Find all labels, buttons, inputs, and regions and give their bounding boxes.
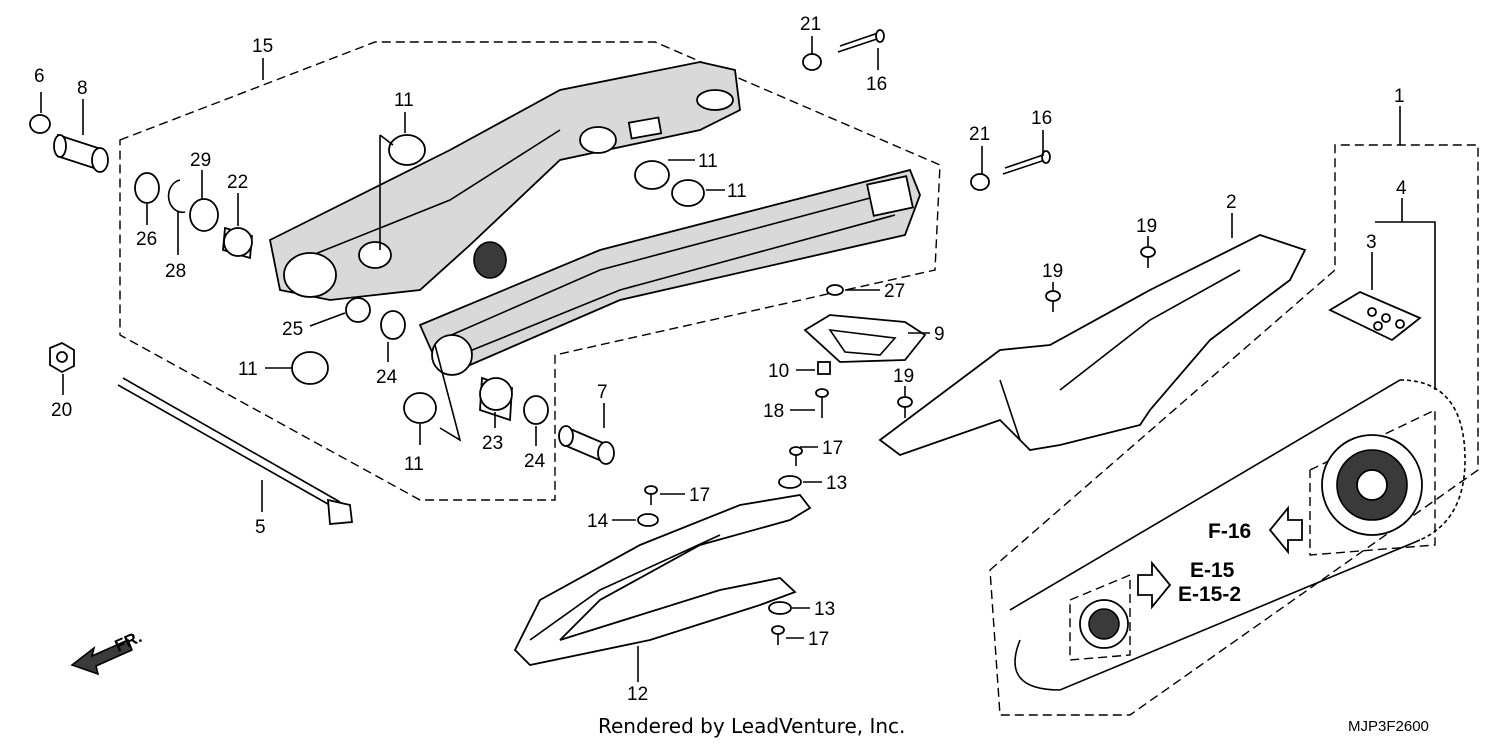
bolt-17-b (644, 485, 658, 505)
label-part-9: 9 (934, 324, 945, 345)
label-part-13-b: 13 (814, 599, 835, 620)
label-part-10: 10 (768, 361, 789, 382)
driven-sprocket (1321, 434, 1423, 536)
label-part-11-left: 11 (238, 359, 258, 380)
bearing-29 (189, 198, 219, 232)
label-part-26: 26 (136, 229, 157, 250)
label-part-1: 1 (1394, 86, 1405, 107)
swingarm-group-frame (119, 41, 941, 501)
label-part-25: 25 (282, 319, 303, 340)
screw-19-c (897, 396, 913, 418)
washer-13-a (778, 475, 802, 489)
label-part-12: 12 (627, 684, 648, 705)
bolt-17-c (771, 625, 785, 645)
circlip-28 (167, 179, 186, 214)
bolt-16-right (1002, 150, 1051, 175)
label-part-6: 6 (34, 66, 45, 87)
seal-24-left (380, 310, 406, 340)
label-part-11-mid-b: 11 (727, 181, 747, 202)
label-part-17-a: 17 (822, 438, 843, 459)
label-part-24-right: 24 (524, 451, 546, 472)
label-part-20: 20 (51, 400, 72, 421)
seal-11-top (388, 134, 426, 166)
seal-11-mid-a (634, 160, 670, 190)
sprocket-group-frame (1309, 408, 1436, 556)
label-part-27: 27 (884, 281, 905, 302)
label-part-24-left: 24 (376, 367, 398, 388)
front-direction-arrow-icon (70, 638, 134, 676)
pivot-bolt (117, 377, 354, 525)
drive-sprocket-frame (1069, 573, 1131, 661)
label-part-23: 23 (482, 433, 503, 454)
label-part-29: 29 (190, 150, 211, 171)
label-part-18: 18 (763, 401, 784, 422)
seal-6 (29, 114, 51, 134)
render-credit: Rendered by LeadVenture, Inc. (598, 714, 905, 738)
drive-chain-group-frame (989, 144, 1479, 716)
screw-19-a (1140, 246, 1156, 268)
drive-chain (1009, 379, 1466, 691)
f16-arrow-icon (1268, 505, 1303, 555)
nut-21-right (970, 173, 990, 191)
bolt-17-a (789, 446, 803, 466)
label-part-19-b: 19 (1042, 261, 1063, 282)
label-part-15: 15 (252, 36, 273, 57)
e15-arrow-icon (1137, 560, 1172, 610)
front-direction-label: FR. (112, 627, 145, 655)
label-part-7: 7 (597, 382, 608, 403)
label-part-22: 22 (227, 172, 248, 193)
master-link-kit (1328, 290, 1422, 342)
washer-27 (826, 284, 844, 296)
seal-11-left (291, 351, 329, 385)
label-part-16-right: 16 (1031, 108, 1052, 129)
label-part-5: 5 (255, 517, 266, 538)
chain-case (878, 234, 1307, 457)
diagram-code: MJP3F2600 (1348, 718, 1429, 735)
label-part-11-mid-a: 11 (698, 151, 718, 172)
leader-lines (40, 36, 1436, 682)
bushing-8 (53, 133, 109, 173)
reference-e15[interactable]: E-15 (1190, 559, 1235, 582)
seal-24-right (523, 395, 549, 425)
label-part-19-c: 19 (893, 366, 914, 387)
chain-slider (513, 494, 812, 666)
bolt-16-top (837, 29, 885, 53)
seal-25 (345, 297, 371, 323)
washer-14 (637, 513, 659, 527)
reference-e15-2[interactable]: E-15-2 (1178, 583, 1241, 606)
label-part-16-top: 16 (866, 74, 887, 95)
label-part-17-c: 17 (808, 629, 829, 650)
reference-f16[interactable]: F-16 (1208, 520, 1251, 543)
swingarm (268, 61, 921, 376)
seal-11-mid-b (671, 179, 705, 207)
nut-20 (49, 341, 75, 374)
label-part-11-top: 11 (394, 90, 414, 111)
label-part-3: 3 (1366, 232, 1377, 253)
washer-13-b (768, 601, 792, 615)
label-part-13-a: 13 (826, 473, 847, 494)
label-part-28: 28 (165, 261, 186, 282)
seal-11-inner (358, 241, 392, 269)
bearing-22 (222, 226, 253, 260)
collar-10 (817, 361, 831, 375)
screw-18 (815, 388, 829, 418)
label-part-2: 2 (1226, 192, 1237, 213)
seal-26 (134, 172, 160, 204)
label-part-21-top: 21 (800, 14, 821, 35)
label-part-8: 8 (77, 78, 88, 99)
label-part-11-bottom: 11 (404, 454, 424, 475)
nut-21-top (802, 53, 822, 71)
seal-11-bottom (403, 392, 437, 424)
label-part-21-right: 21 (969, 124, 990, 145)
label-part-14: 14 (587, 511, 609, 532)
label-part-4: 4 (1396, 178, 1407, 199)
bearing-23 (479, 376, 513, 422)
guard-bracket (803, 314, 927, 363)
drive-sprocket (1079, 599, 1129, 649)
screw-19-b (1045, 290, 1061, 312)
label-part-17-b: 17 (689, 485, 710, 506)
collar-7 (558, 425, 615, 465)
label-part-19-a: 19 (1136, 216, 1157, 237)
